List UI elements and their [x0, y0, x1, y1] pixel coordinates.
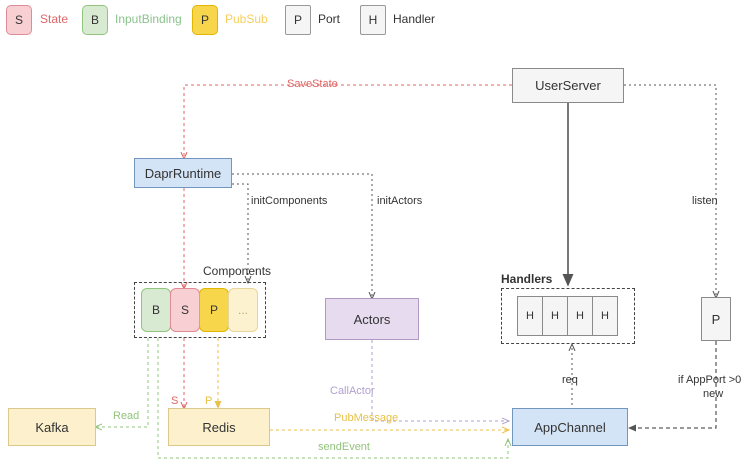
edge-label-listen: listen — [692, 195, 718, 207]
edge-label-initactors: initActors — [377, 195, 423, 207]
edge-listen — [624, 84, 716, 297]
component-cell-binding[interactable]: B — [141, 288, 171, 332]
legend-label-port: Port — [318, 12, 341, 26]
components-group — [134, 282, 266, 338]
edge-label-pubmessage: PubMessage — [334, 412, 399, 424]
handler-cell[interactable]: H — [592, 296, 618, 336]
handler-badge-icon: H — [360, 5, 386, 35]
pubsub-badge-icon: P — [192, 5, 218, 35]
edge-label-callactor: CallActor — [330, 385, 375, 397]
edge-tick-state: S — [171, 395, 179, 407]
edge-label-read: Read — [113, 410, 140, 422]
handler-cell[interactable]: H — [567, 296, 593, 336]
edge-initactors — [232, 173, 372, 298]
legend-label-state: State — [40, 12, 69, 26]
components-caption: Components — [203, 264, 272, 278]
edge-label-savestate: SaveState — [287, 78, 338, 90]
edge-label-req: req — [562, 374, 578, 386]
edge-sendevent — [157, 338, 508, 459]
node-userserver[interactable]: UserServer — [512, 68, 624, 103]
inputbinding-badge-icon: B — [82, 5, 108, 35]
edge-label-initcomponents: initComponents — [251, 195, 328, 207]
handler-cell[interactable]: H — [542, 296, 568, 336]
edge-savestate — [184, 84, 512, 158]
handlers-caption: Handlers — [501, 272, 553, 286]
node-appchannel[interactable]: AppChannel — [512, 408, 628, 446]
component-cell-more[interactable]: ... — [228, 288, 258, 332]
node-daprruntime[interactable]: DaprRuntime — [134, 158, 232, 188]
edge-label-appport-2: new — [703, 388, 724, 400]
handlers-group — [501, 288, 635, 344]
edge-initcomponents — [232, 183, 248, 282]
legend-label-inputbinding: InputBinding — [115, 12, 182, 26]
handler-cell[interactable]: H — [517, 296, 543, 336]
edge-port-appchannel — [628, 341, 717, 432]
component-cell-pubsub[interactable]: P — [199, 288, 229, 332]
node-redis[interactable]: Redis — [168, 408, 270, 446]
component-cell-state[interactable]: S — [170, 288, 200, 332]
legend-label-handler: Handler — [393, 12, 436, 26]
node-actors[interactable]: Actors — [325, 298, 419, 340]
state-badge-icon: S — [6, 5, 32, 35]
edge-callactor — [371, 340, 508, 421]
port-badge-icon: P — [285, 5, 311, 35]
edge-label-appport-1: if AppPort >0 — [678, 374, 742, 386]
node-port[interactable]: P — [701, 297, 731, 341]
edge-tick-pubsub: P — [205, 395, 213, 407]
edge-label-sendevent: sendEvent — [318, 441, 370, 453]
node-kafka[interactable]: Kafka — [8, 408, 96, 446]
legend-label-pubsub: PubSub — [225, 12, 268, 26]
